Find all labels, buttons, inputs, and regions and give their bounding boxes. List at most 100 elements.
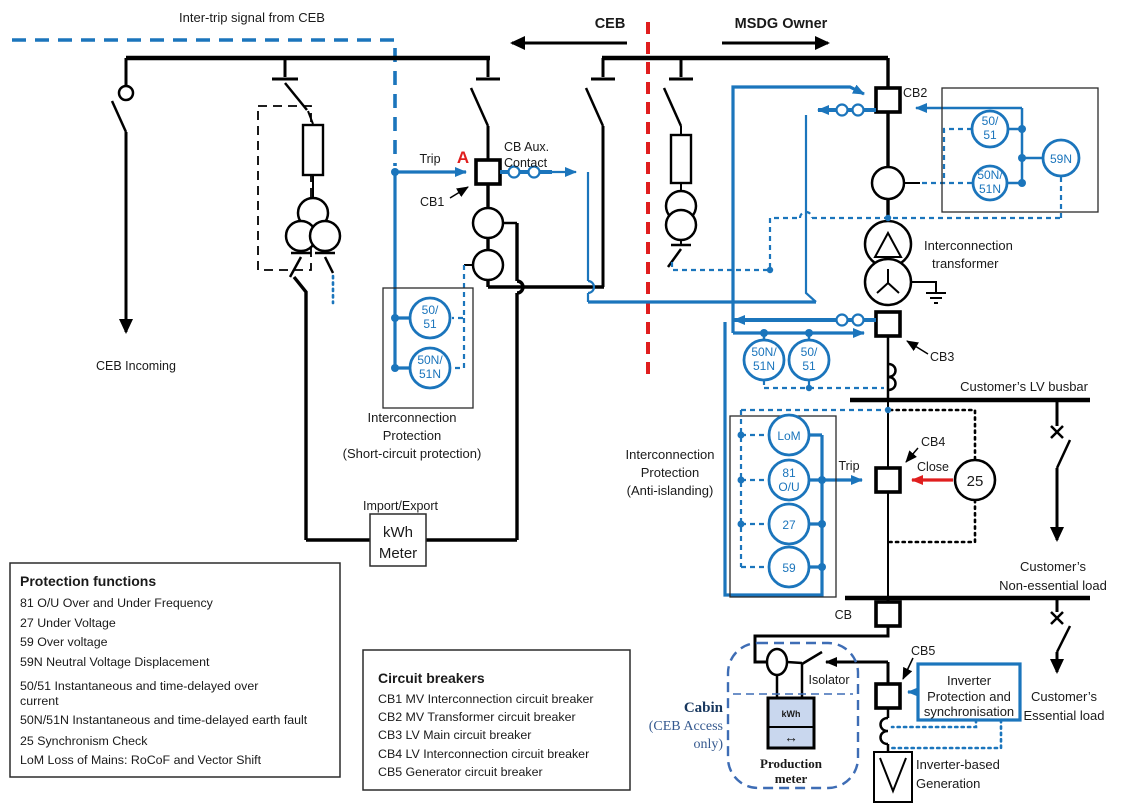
cb2-ct [870, 165, 906, 201]
rel-50-51-cb2-t2: 51 [983, 128, 997, 142]
non-essential-load-branch [1050, 400, 1072, 542]
sc-protection-caption-1: Interconnection [368, 410, 457, 425]
cb2-protection-box [941, 87, 1099, 213]
cb4-trip-label: Trip [838, 459, 859, 473]
pf-line: 25 Synchronism Check [20, 734, 148, 748]
vt-branch-dashed-box [257, 105, 312, 271]
pf-line: 27 Under Voltage [20, 616, 116, 630]
feeder1-circle-icon [117, 84, 135, 102]
feeder4-switch-blade [584, 87, 605, 127]
junction-dot [818, 563, 826, 571]
relay-81-text-1: 81 [782, 466, 796, 480]
generator-path [753, 598, 913, 803]
junction-dot [1018, 125, 1026, 133]
aux-contact-icon [527, 165, 541, 179]
ai-relay-stubs [809, 433, 822, 569]
kwh-meter-text-2: Meter [379, 545, 417, 562]
sc-protection-outline [382, 287, 474, 409]
junction-dot [391, 314, 399, 322]
cb2-intertrip-riser [731, 84, 865, 333]
cabin-label-1: Cabin [684, 700, 724, 716]
isolator-label: Isolator [809, 673, 850, 687]
generation-label-2: Generation [916, 776, 980, 791]
relay-27 [767, 502, 811, 546]
sc-protection-caption-2: Protection [383, 428, 442, 443]
cb5-label: CB5 [911, 644, 935, 658]
msdg-fuse-icon [669, 133, 693, 185]
production-meter-box [766, 696, 816, 750]
junction-dot [391, 168, 399, 176]
inverter-protection-box [916, 662, 1022, 722]
cb1-protection-box [382, 287, 474, 409]
ceb-incoming-feeder [110, 58, 135, 334]
ceb-vt-branch [257, 58, 342, 540]
essential-load-branch [1050, 598, 1072, 674]
cb-label: CB [835, 608, 852, 622]
essential-label-2: Essential load [1024, 708, 1105, 723]
junction-dot [1018, 154, 1026, 162]
cb2-label: CB2 [903, 86, 927, 100]
cb2-protection-outline [941, 87, 1099, 213]
rel-50n-51n-cb3-t2: 51N [753, 359, 775, 373]
circuit-breakers-title: Circuit breakers [378, 670, 485, 686]
cb2-ct-sensing-dashed [920, 127, 972, 185]
relay-81-text-2: O/U [778, 480, 799, 494]
gen-coil-icon [879, 716, 889, 746]
pf-line: 59 Over voltage [20, 635, 108, 649]
circuit-breakers-box [362, 649, 631, 791]
cb4-breaker [874, 466, 902, 494]
relay-50n-51n-cb1 [408, 346, 452, 390]
cb2-breaker [874, 86, 902, 114]
junction-dot [737, 476, 745, 484]
vt-winding-3 [308, 219, 342, 253]
msdg-vt-branch [662, 58, 698, 268]
aux-contact-icon [507, 165, 521, 179]
cb4-pointer [905, 447, 919, 463]
cb3-breaker [874, 310, 902, 338]
rel-50n-51n-cb3-t1: 50N/ [751, 345, 777, 359]
cb3-pointer [906, 340, 929, 355]
rel-50n-51n-cb2-t2: 51N [979, 182, 1001, 196]
cb3-protection-relays [742, 338, 831, 382]
aux-contact-icon [851, 103, 865, 117]
tx-earth-lead [911, 281, 937, 292]
junction-dot [1018, 179, 1026, 187]
cabin-dashed-outline [726, 641, 860, 790]
relay-50-51-cb1 [408, 296, 452, 340]
relay-25-text: 25 [967, 473, 984, 490]
aux-contact-icon [835, 313, 849, 327]
sync-sensing-dotted [888, 408, 977, 544]
junction-dot [884, 214, 892, 222]
aux-contact-icon [835, 103, 849, 117]
relay-50-51-cb1-text-2: 51 [423, 317, 437, 331]
cabin-label-3: only) [693, 737, 723, 752]
cb3-ct-sensing-dashed [762, 380, 884, 390]
junction-dot [818, 520, 826, 528]
sync-check-circuit [888, 408, 997, 544]
production-meter-label-1: Production [760, 756, 823, 771]
ceb-incoming-label: CEB Incoming [96, 359, 176, 373]
delta-winding-icon [873, 230, 903, 258]
anti-islanding-bracket [723, 322, 824, 597]
rel-50-51-cb2-t1: 50/ [982, 114, 999, 128]
relay-50n-51n-cb3 [742, 338, 786, 382]
junction-dot [884, 406, 892, 414]
aux-contact-icon [851, 313, 865, 327]
ground-icon [926, 292, 946, 304]
ne-x-icon [1050, 425, 1064, 439]
generation-label-1: Inverter-based [916, 757, 1000, 772]
junction-dot [391, 364, 399, 372]
intertrip-label: Inter-trip signal from CEB [179, 10, 325, 25]
cb-aux-label-1: CB Aux. [504, 140, 549, 154]
cb1-label: CB1 [420, 195, 444, 209]
cb4-close-label: Close [917, 460, 949, 474]
feeder1-switch-blade [110, 100, 128, 133]
cb4-label: CB4 [921, 435, 945, 449]
lv-busbar-label: Customer’s LV busbar [960, 379, 1089, 394]
isolator-blade [801, 650, 823, 666]
ct1-to-meter-conductor [515, 223, 525, 540]
kwh-meter-text-1: kWh [383, 524, 413, 541]
cb1-switch-blade [469, 87, 490, 127]
anti-islanding-box [729, 413, 837, 598]
